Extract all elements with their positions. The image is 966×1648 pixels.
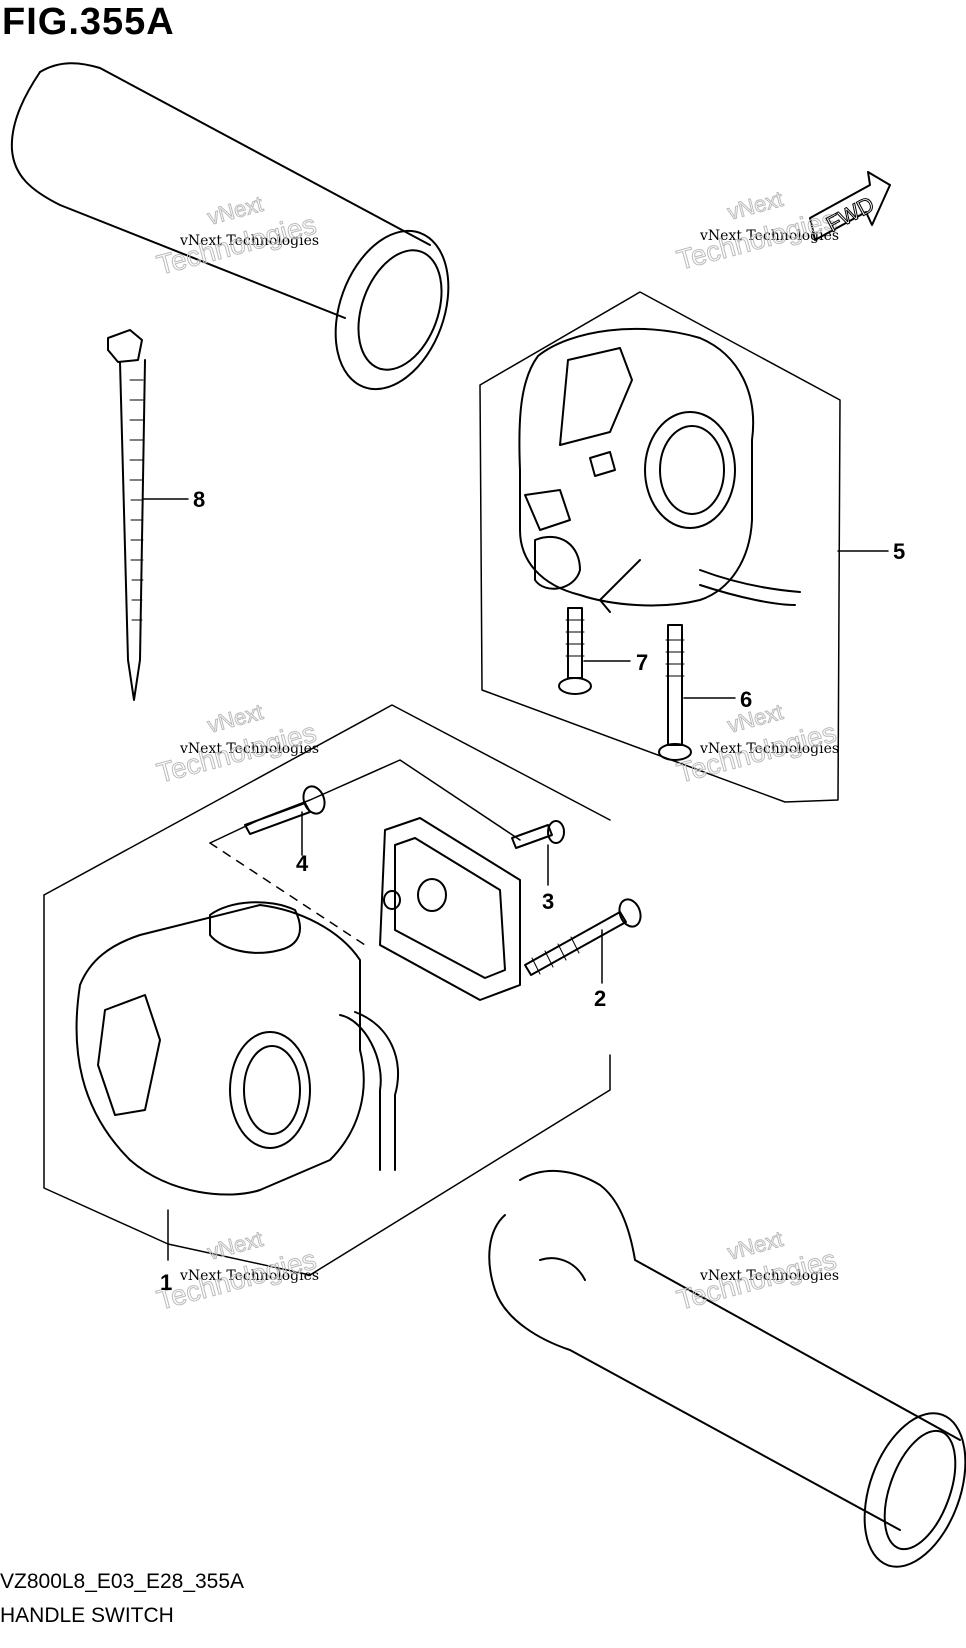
cable-tie [107, 329, 189, 701]
bolt-6 [658, 624, 736, 761]
figure-code: VZ800L8_E03_E28_355A [0, 1570, 245, 1593]
watermark-text: vNext Technologies [699, 1268, 839, 1284]
callout-3: 3 [542, 889, 554, 914]
bolt-7 [558, 607, 631, 695]
callout-7: 7 [636, 650, 648, 675]
callout-6: 6 [740, 687, 752, 712]
right-switch-box [479, 291, 889, 803]
figure-name: HANDLE SWITCH [0, 1604, 174, 1627]
watermark-text: vNext Technologies [699, 741, 839, 757]
callout-1: 1 [160, 1270, 172, 1295]
left-switch-box [43, 704, 611, 1276]
callout-5: 5 [893, 539, 905, 564]
watermark-text: vNext Technologies [179, 233, 319, 249]
bolt-2 [524, 898, 642, 984]
figure-title: FIG.355A [2, 1, 175, 43]
callout-4: 4 [296, 851, 309, 876]
watermark-text: vNext Technologies [699, 228, 839, 244]
fwd-label: FWD [822, 191, 878, 237]
watermark-text: vNext Technologies [179, 1268, 319, 1284]
grip-upper [10, 62, 450, 391]
watermark-text: vNext Technologies [179, 741, 319, 757]
fwd-arrow [809, 171, 891, 241]
watermark-group: vNext Technologies Technologies vNext vN… [153, 186, 840, 1317]
callout-8: 8 [193, 487, 205, 512]
grip-lower [488, 1169, 966, 1568]
bolt-4 [244, 785, 326, 856]
bracket-3 [379, 817, 565, 1001]
callout-2: 2 [594, 986, 606, 1011]
